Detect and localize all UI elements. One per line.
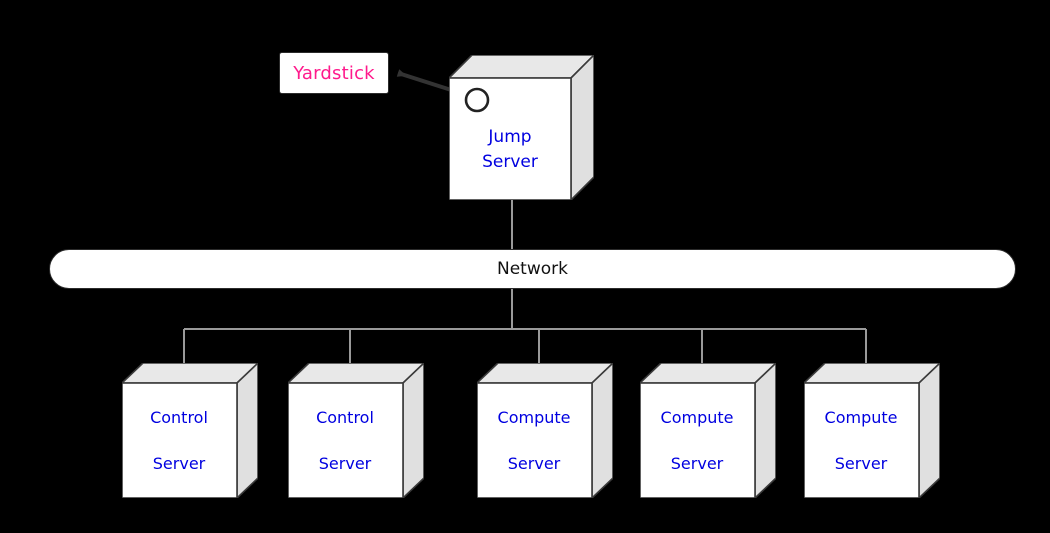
- compute-server-3-text-wrap: Compute Server: [804, 383, 918, 498]
- compute-server-2-side-face: [754, 363, 776, 498]
- compute-server-2-top-face: [640, 363, 776, 384]
- control-server-1-label-line2: Server: [152, 454, 206, 474]
- compute-server-2-label: Compute Server: [661, 383, 734, 499]
- compute-server-3-label: Compute Server: [825, 383, 898, 499]
- compute-server-2-shape: [640, 363, 776, 498]
- socket-circle-icon: [464, 87, 490, 113]
- control-server-1-text-wrap: Control Server: [122, 383, 236, 498]
- compute-server-1-label-line1: Compute: [497, 407, 571, 427]
- network-label: Network: [497, 259, 568, 279]
- compute-server-1-shape: [477, 363, 613, 498]
- control-server-2-shape: [288, 363, 424, 498]
- control-server-1-top-face: [122, 363, 258, 384]
- yardstick-label: Yardstick: [293, 62, 375, 84]
- network-bar[interactable]: Network: [49, 249, 1016, 289]
- compute-server-1-text-wrap: Compute Server: [477, 383, 591, 498]
- control-server-2-side-face: [402, 363, 424, 498]
- compute-server-3-front-face: [804, 382, 920, 498]
- compute-server-1-side-face: [591, 363, 613, 498]
- compute-server-1-front-face: [477, 382, 593, 498]
- compute-server-2-label-line1: Compute: [660, 407, 734, 427]
- control-server-2-node[interactable]: Control Server: [288, 363, 424, 498]
- yardstick-box[interactable]: Yardstick: [279, 52, 389, 94]
- control-server-1-label: Control Server: [150, 383, 208, 499]
- compute-server-2-front-face: [640, 382, 756, 498]
- control-server-1-node[interactable]: Control Server: [122, 363, 258, 498]
- control-server-1-front-face: [122, 382, 238, 498]
- compute-server-3-label-line2: Server: [834, 454, 888, 474]
- compute-server-3-top-face: [804, 363, 940, 384]
- control-server-1-side-face: [236, 363, 258, 498]
- compute-server-3-node[interactable]: Compute Server: [804, 363, 940, 498]
- compute-server-2-node[interactable]: Compute Server: [640, 363, 776, 498]
- jump-server-shape: [449, 55, 594, 200]
- control-server-2-text-wrap: Control Server: [288, 383, 402, 498]
- compute-server-1-label: Compute Server: [498, 383, 571, 499]
- jump-server-top-face: [449, 55, 594, 79]
- control-server-1-label-line1: Control: [150, 407, 208, 427]
- control-server-1-shape: [122, 363, 258, 498]
- control-server-2-front-face: [288, 382, 404, 498]
- jump-server-node[interactable]: Jump Server: [449, 55, 594, 200]
- compute-server-1-node[interactable]: Compute Server: [477, 363, 613, 498]
- jump-server-side-face: [570, 55, 594, 200]
- control-server-2-label-line2: Server: [318, 454, 372, 474]
- control-server-2-label: Control Server: [316, 383, 374, 499]
- compute-server-3-side-face: [918, 363, 940, 498]
- compute-server-1-top-face: [477, 363, 613, 384]
- control-server-2-label-line1: Control: [316, 407, 374, 427]
- compute-server-2-text-wrap: Compute Server: [640, 383, 754, 498]
- compute-server-3-label-line1: Compute: [824, 407, 898, 427]
- control-server-2-top-face: [288, 363, 424, 384]
- compute-server-1-label-line2: Server: [507, 454, 561, 474]
- compute-server-2-label-line2: Server: [670, 454, 724, 474]
- compute-server-3-shape: [804, 363, 940, 498]
